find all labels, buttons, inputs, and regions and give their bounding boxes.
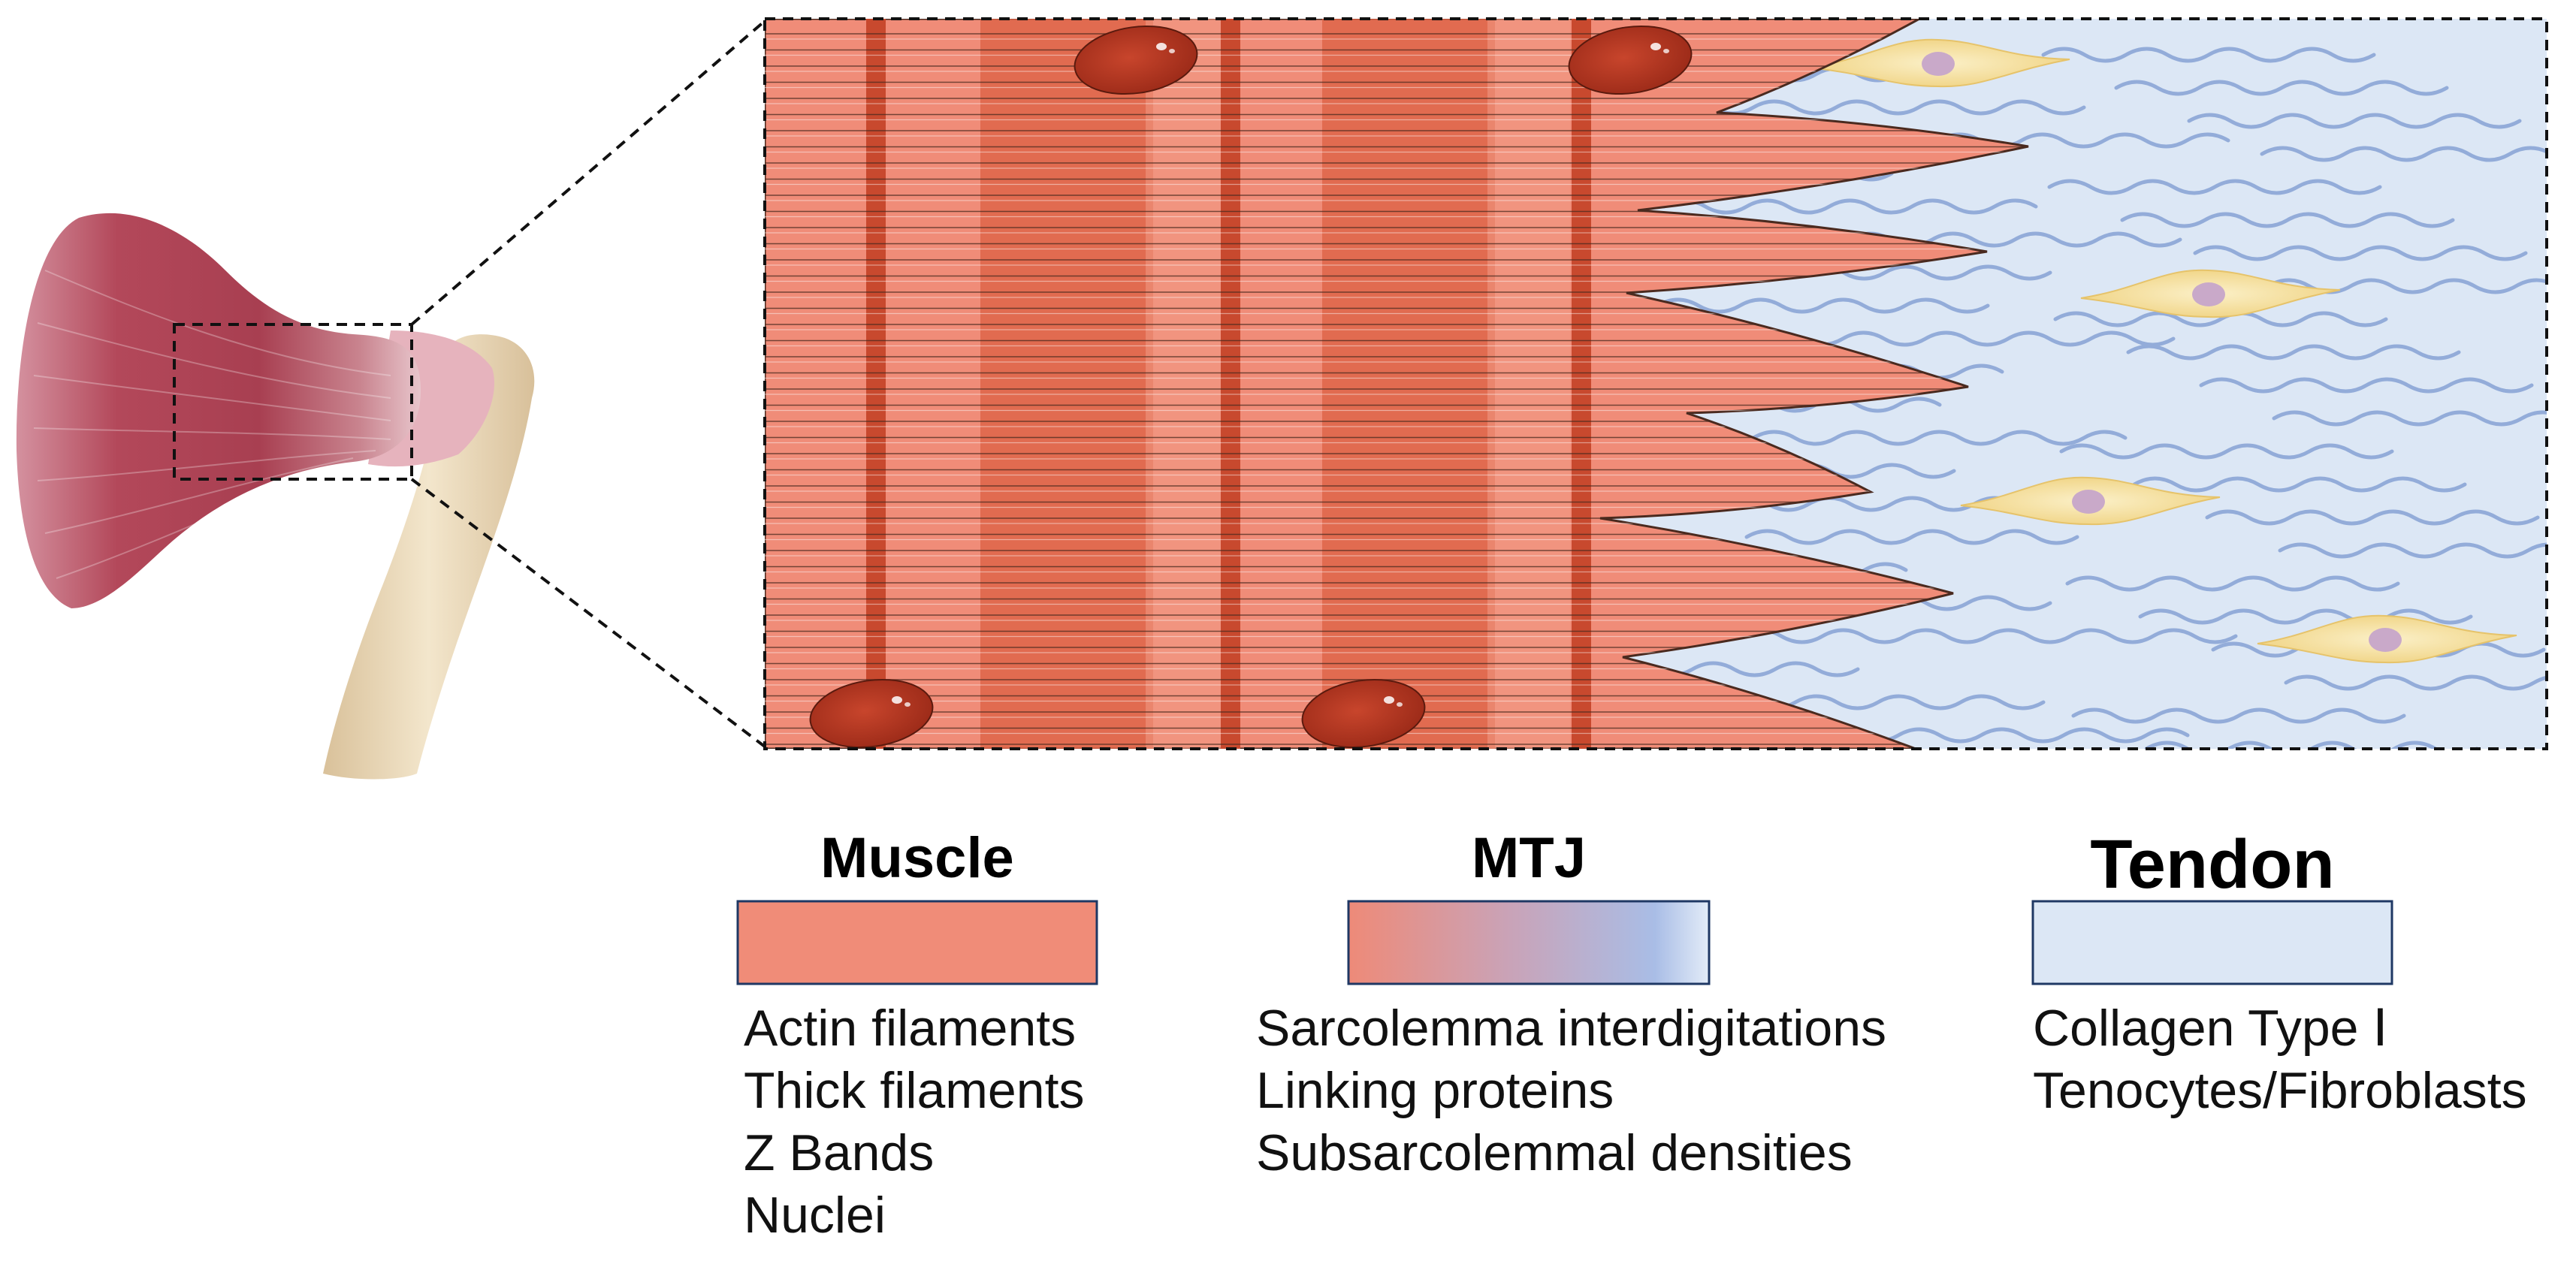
nucleus bbox=[1568, 25, 1693, 95]
collagen-fiber bbox=[2278, 542, 2547, 559]
legend-item-z-bands: Z Bands bbox=[744, 1124, 935, 1181]
collagen-fiber bbox=[1738, 628, 2238, 644]
collagen-fiber bbox=[2193, 245, 2528, 261]
collagen-fiber bbox=[2065, 575, 2400, 592]
collagen-fiber bbox=[1655, 297, 1990, 314]
a-band bbox=[1322, 19, 1495, 749]
panel-frame bbox=[763, 17, 2548, 750]
muscle-fiber-striations bbox=[33, 270, 391, 579]
mtj-legend-title: MTJ bbox=[1472, 826, 1586, 890]
z-band bbox=[866, 19, 886, 749]
collagen-fiber bbox=[2199, 377, 2534, 394]
tenocyte bbox=[1960, 476, 2221, 526]
tenocyte-nucleus bbox=[2072, 490, 2105, 514]
collagen-fiber bbox=[2047, 179, 2382, 195]
z-band bbox=[1572, 19, 1591, 749]
collagen-fiber bbox=[2144, 741, 2479, 749]
collagen-fiber bbox=[1744, 529, 2079, 545]
collagen-fiber bbox=[1751, 430, 2128, 446]
h-zone bbox=[1487, 19, 1570, 749]
mtj-legend-items: Sarcolemma interdigitations Linking prot… bbox=[1256, 997, 1886, 1184]
nucleus bbox=[1301, 678, 1426, 749]
nucleus bbox=[809, 678, 934, 749]
muscle-swatch bbox=[736, 900, 1098, 985]
collagen-fiber bbox=[2260, 146, 2547, 162]
tenocyte-nucleus bbox=[1922, 52, 1955, 76]
collagen-fiber bbox=[2071, 707, 2406, 724]
muscle-belly bbox=[16, 213, 421, 608]
legend-item-actin-filaments: Actin filaments bbox=[744, 1000, 1077, 1057]
tenocyte-nucleus bbox=[2192, 282, 2225, 306]
tenocyte bbox=[2257, 614, 2517, 664]
legend-item-collagen-type-i: Collagen Type Ⅰ bbox=[2033, 1000, 2388, 1057]
tenocyte bbox=[2080, 269, 2341, 318]
collagen-fiber bbox=[2126, 344, 2461, 360]
tenocytes bbox=[1810, 38, 2517, 664]
collagen-fiber bbox=[2284, 674, 2547, 691]
legend-item-subsarcolemmal-densities: Subsarcolemmal densities bbox=[1256, 1124, 1853, 1181]
zoom-region-box bbox=[173, 323, 413, 481]
collagen-fiber bbox=[2132, 476, 2467, 493]
muscle-legend-items: Actin filaments Thick filaments Z Bands … bbox=[744, 997, 1084, 1247]
collagen-fiber bbox=[2041, 47, 2376, 63]
collagen-fiber bbox=[2120, 212, 2455, 228]
collagen-fiber bbox=[2187, 113, 2522, 129]
z-band bbox=[1221, 19, 1240, 749]
collagen-fiber bbox=[1669, 99, 2086, 116]
tendon-legend-title: Tendon bbox=[2090, 826, 2335, 903]
mtj-swatch bbox=[1347, 900, 1711, 985]
collagen-fiber bbox=[2205, 509, 2540, 526]
nucleus bbox=[1074, 25, 1198, 95]
tendon-legend-items: Collagen Type Ⅰ Tenocytes/Fibroblasts bbox=[2033, 997, 2527, 1122]
bone bbox=[323, 334, 535, 780]
zoom-line-top bbox=[410, 20, 766, 326]
collagen-fiber bbox=[2059, 443, 2394, 460]
legend-item-sarcolemma-interdigitations: Sarcolemma interdigitations bbox=[1256, 1000, 1887, 1057]
mtj-magnified-panel bbox=[763, 17, 2548, 750]
zoom-line-bottom bbox=[410, 478, 766, 748]
whole-muscle-illustration bbox=[16, 20, 766, 780]
legend-item-thick-filaments: Thick filaments bbox=[744, 1062, 1085, 1119]
tendon-swatch bbox=[2031, 900, 2393, 985]
a-band bbox=[980, 19, 1153, 749]
collagen-fiber bbox=[2138, 608, 2473, 625]
legend-item-nuclei: Nuclei bbox=[744, 1187, 886, 1244]
tenocyte-nucleus bbox=[2369, 628, 2402, 652]
legend-item-linking-proteins: Linking proteins bbox=[1256, 1062, 1614, 1119]
collagen-fiber bbox=[2272, 410, 2547, 427]
tenocyte bbox=[1810, 38, 2070, 88]
legend-item-tenocytes-fibroblasts: Tenocytes/Fibroblasts bbox=[2033, 1062, 2527, 1119]
muscle-legend-title: Muscle bbox=[820, 826, 1014, 890]
collagen-fiber bbox=[2114, 80, 2449, 96]
h-zone bbox=[1146, 19, 1228, 749]
collagen-fiber bbox=[1662, 198, 2038, 215]
collagen-fiber bbox=[2053, 311, 2388, 327]
